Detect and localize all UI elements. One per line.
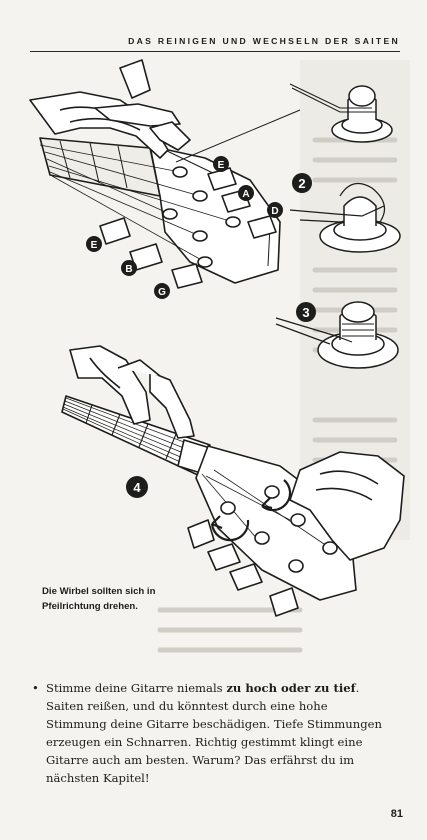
running-head: DAS REINIGEN UND WECHSELN DER SAITEN — [128, 36, 400, 46]
headstock-top — [29, 59, 301, 289]
svg-text:2: 2 — [298, 176, 305, 191]
svg-text:B: B — [125, 264, 132, 275]
step-marker-3: 3 — [296, 302, 316, 322]
svg-text:A: A — [242, 189, 249, 200]
headstock-bottom — [61, 345, 405, 617]
svg-text:4: 4 — [133, 480, 141, 495]
tip-paragraph: • Stimme deine Gitarre niemals zu hoch o… — [32, 679, 388, 788]
peg-detail-1 — [289, 83, 393, 143]
marker-g: G — [154, 283, 170, 299]
marker-e-top: E — [213, 156, 229, 172]
peg-detail-2 — [289, 182, 401, 253]
marker-d: D — [267, 202, 283, 218]
svg-text:E: E — [218, 160, 225, 171]
page-number: 81 — [390, 808, 403, 820]
marker-e-left: E — [86, 236, 102, 252]
svg-text:D: D — [271, 206, 278, 217]
marker-a: A — [238, 185, 254, 201]
tip-text-emphasis: zu hoch oder zu tief — [226, 681, 356, 695]
guitar-tuning-illustration: E A D E B G — [29, 59, 410, 653]
figure-caption: Die Wirbel sollten sich in Pfeilrichtung… — [42, 586, 156, 612]
marker-b: B — [121, 260, 137, 276]
tip-text-lead: Stimme deine Gitarre niemals — [46, 681, 227, 695]
svg-text:G: G — [158, 287, 166, 298]
svg-text:3: 3 — [302, 305, 309, 320]
peg-detail-3 — [275, 301, 399, 369]
svg-text:E: E — [91, 240, 98, 251]
bullet-point: • — [32, 681, 39, 695]
header-rule — [30, 51, 400, 52]
tip-text-rest: . Saiten reißen, und du könntest durch e… — [46, 681, 382, 786]
step-marker-2: 2 — [292, 173, 312, 193]
step-marker-4: 4 — [126, 476, 148, 498]
